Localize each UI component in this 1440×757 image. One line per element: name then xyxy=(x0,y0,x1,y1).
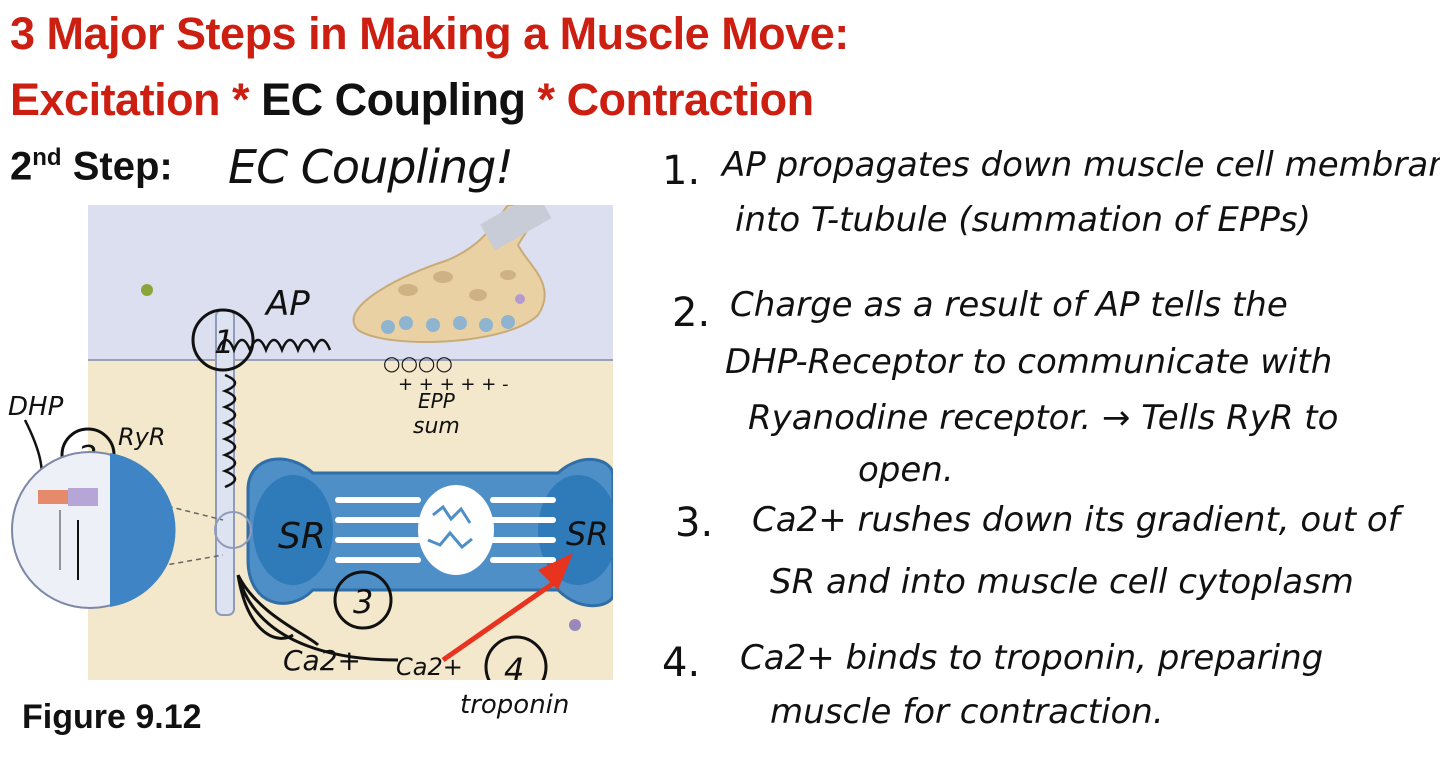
note-1-line-1: AP propagates down muscle cell membrane xyxy=(722,145,1440,185)
label-sr-right: SR xyxy=(566,515,609,553)
note-3-line-2: SR and into muscle cell cytoplasm xyxy=(770,562,1354,602)
heading-line-1: 3 Major Steps in Making a Muscle Move: xyxy=(10,8,849,59)
heading-excitation: Excitation * xyxy=(10,74,262,125)
vesicles xyxy=(381,315,515,334)
step-label: 2nd Step: xyxy=(10,144,173,189)
heading-line-2: Excitation * EC Coupling * Contraction xyxy=(10,74,814,126)
ap-squiggle xyxy=(216,338,332,354)
label-ap: AP xyxy=(264,284,310,324)
note-1-number: 1. xyxy=(662,148,701,194)
label-charges: ○○○○ xyxy=(383,351,453,375)
note-4-line-2: muscle for contraction. xyxy=(770,692,1164,732)
label-circle-3: 3 xyxy=(353,583,373,621)
red-arrow xyxy=(441,577,560,663)
label-troponin: troponin xyxy=(460,690,570,720)
note-2-line-4: open. xyxy=(858,450,954,490)
note-2-line-1: Charge as a result of AP tells the xyxy=(730,285,1288,325)
ec-coupling-figure: 1 AP ○○○○ + + + + + - EPP sum SR SR 3 Ca… xyxy=(88,205,613,680)
label-circle-1: 1 xyxy=(214,323,234,361)
circle-step-4 xyxy=(484,635,548,680)
heading-contraction: * Contraction xyxy=(525,74,815,125)
label-epp: EPP xyxy=(418,389,456,413)
label-ryr: RyR xyxy=(118,423,166,451)
step-handwritten-title: EC Coupling! xyxy=(228,140,514,194)
label-sr-left: SR xyxy=(278,516,326,557)
circle-step-3 xyxy=(333,570,393,630)
label-ca-left: Ca2+ xyxy=(283,644,361,677)
note-3-number: 3. xyxy=(675,500,714,546)
note-4-line-1: Ca2+ binds to troponin, preparing xyxy=(740,638,1324,678)
note-2-line-2: DHP-Receptor to communicate with xyxy=(725,342,1333,382)
figure-caption: Figure 9.12 xyxy=(22,698,202,736)
note-2-line-3: Ryanodine receptor. → Tells RyR to xyxy=(748,398,1339,438)
label-circle-4: 4 xyxy=(504,651,524,680)
circle-step-1 xyxy=(191,308,255,372)
note-2-number: 2. xyxy=(672,290,711,336)
heading-ec-coupling: EC Coupling xyxy=(261,74,526,125)
note-4-number: 4. xyxy=(662,640,701,686)
label-dhp: DHP xyxy=(8,392,64,422)
label-plus-minus: + + + + + - xyxy=(398,374,509,395)
note-3-line-1: Ca2+ rushes down its gradient, out of xyxy=(752,500,1400,540)
label-ca-right: Ca2+ xyxy=(396,653,463,680)
label-sum: sum xyxy=(413,414,460,439)
left-annotations: DHP 2 RyR xyxy=(8,392,176,609)
note-1-line-2: into T-tubule (summation of EPPs) xyxy=(735,200,1311,240)
